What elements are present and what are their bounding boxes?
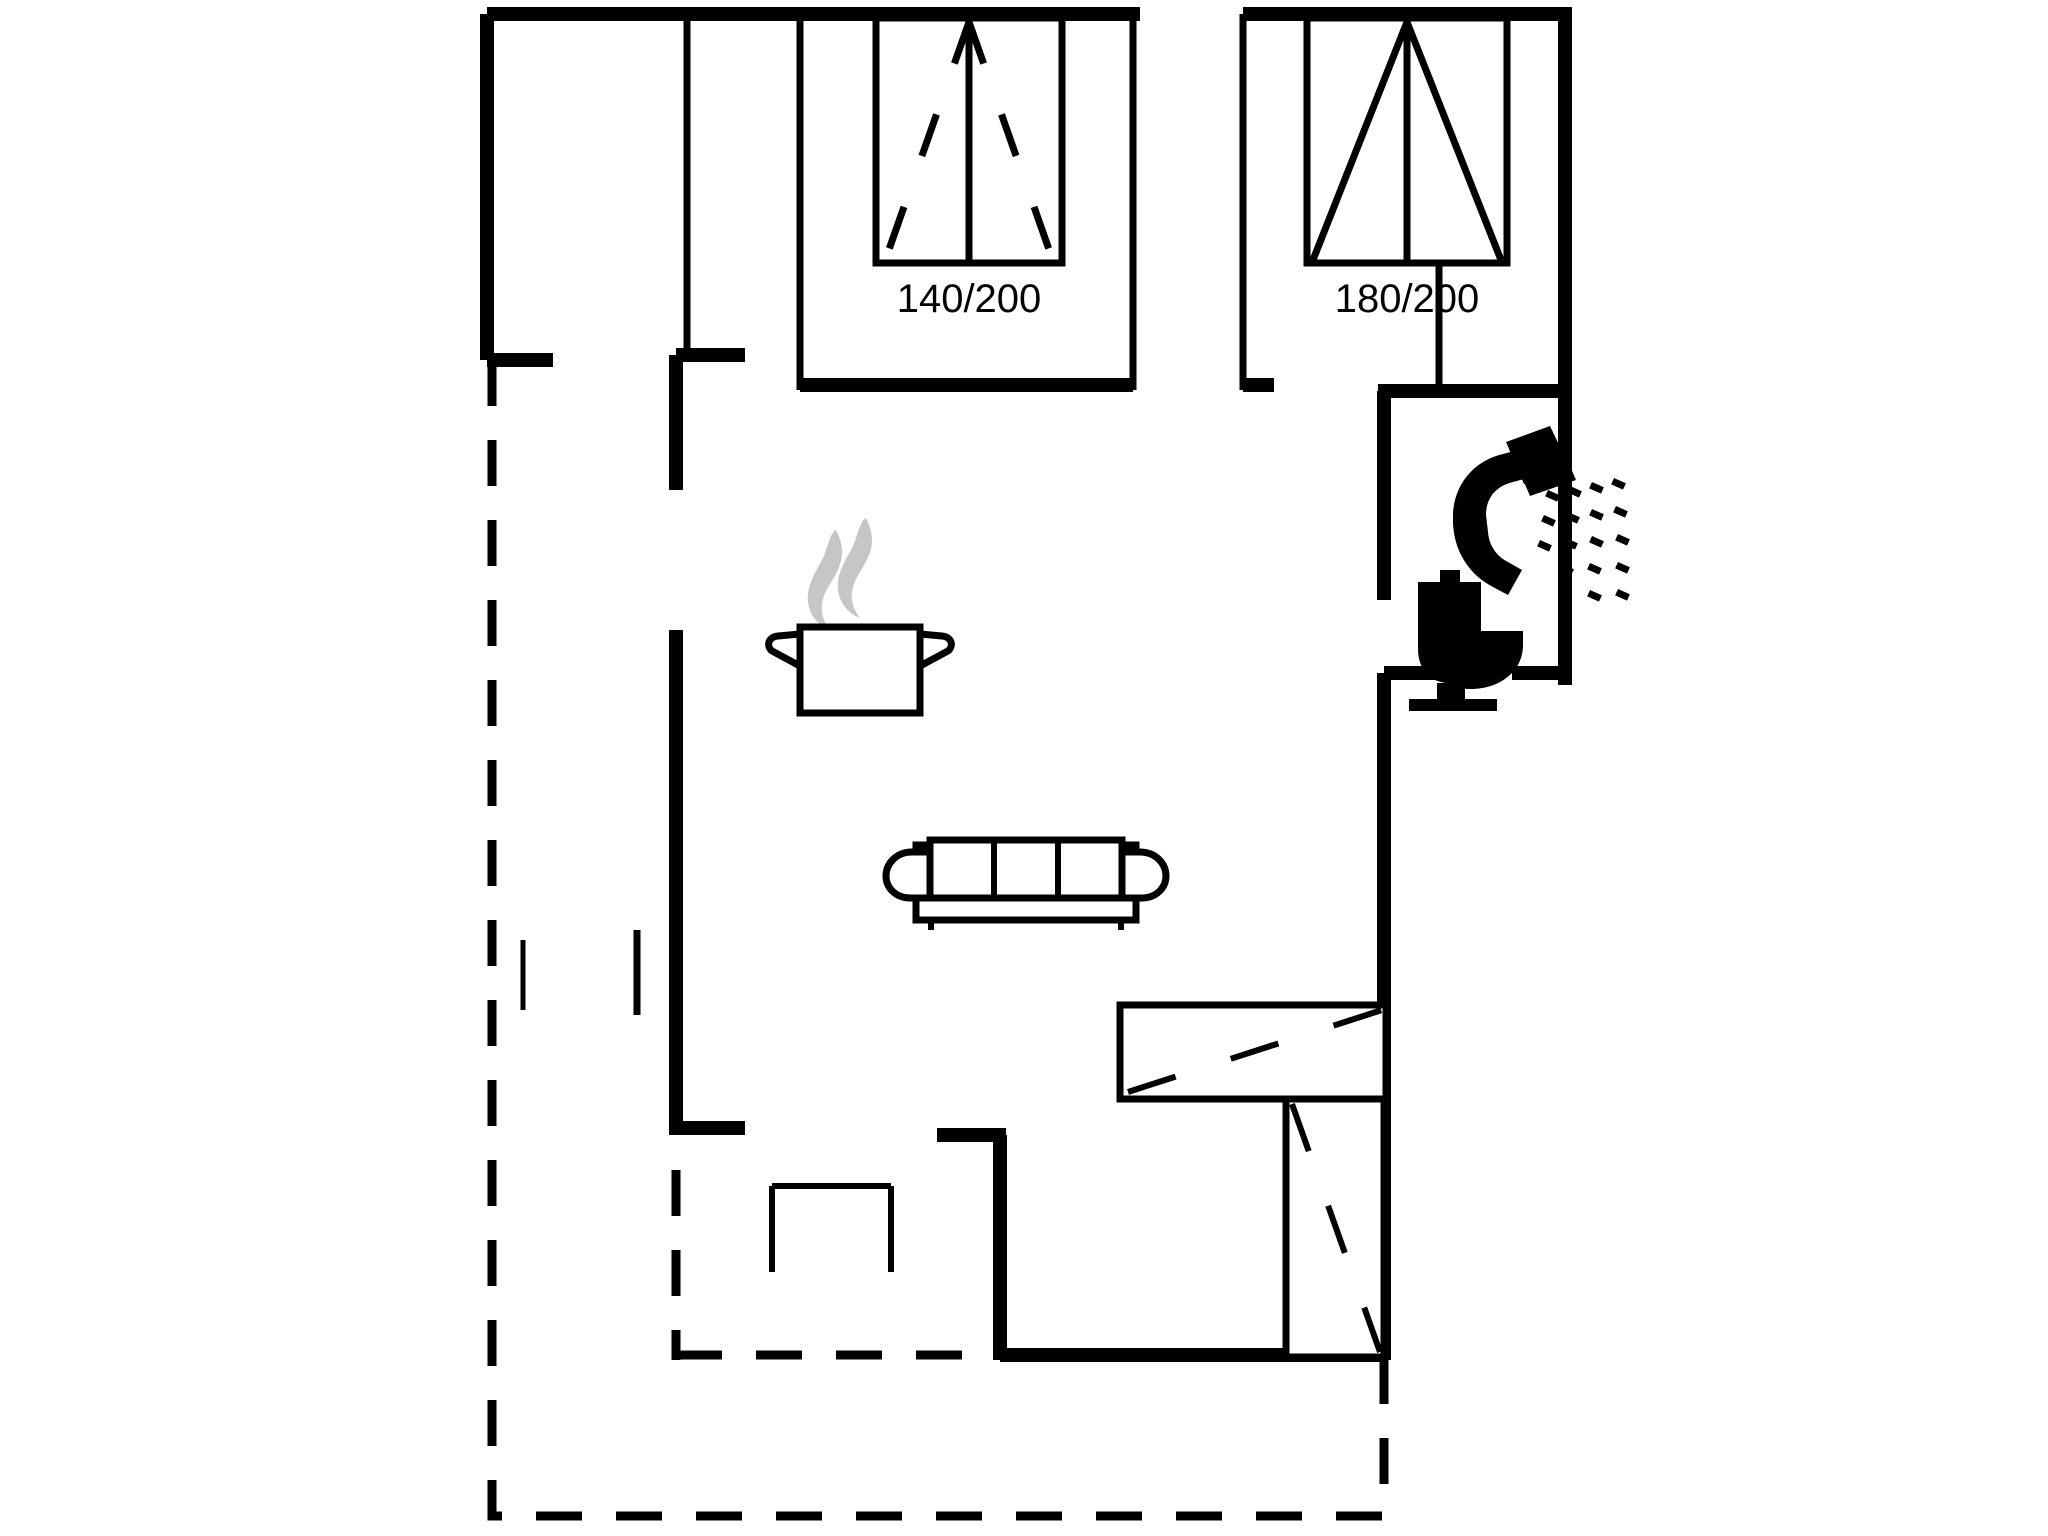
sofa-foot-right bbox=[1118, 918, 1124, 930]
exterior-walls bbox=[480, 7, 1572, 685]
kitchen-counter bbox=[1116, 1001, 1390, 1103]
table-outline bbox=[769, 1183, 894, 1272]
sofa-backrest bbox=[926, 836, 1126, 902]
shower-icon bbox=[1453, 426, 1630, 602]
pot-handle-left bbox=[765, 630, 804, 672]
wardrobe-swing-dash bbox=[1289, 1102, 1383, 1354]
counter-swing-dash bbox=[1127, 1007, 1383, 1095]
bed-180-200-size-label: 180/200 bbox=[1335, 277, 1480, 321]
sofa-icon bbox=[882, 836, 1170, 930]
bed-140-200-fold-left bbox=[882, 20, 973, 260]
steam-wisp-left bbox=[807, 530, 843, 630]
bed-180-200-fold-right bbox=[1403, 20, 1505, 262]
toilet-icon bbox=[1409, 570, 1523, 711]
sofa-arm-left bbox=[882, 848, 934, 902]
steam-wisp-right bbox=[837, 518, 873, 618]
terrace-dashed-boundary bbox=[487, 360, 1389, 1521]
bed-180-200: 180/200 bbox=[1303, 14, 1511, 321]
bed-140-200-size-label: 140/200 bbox=[897, 277, 1042, 321]
sofa-arm-right bbox=[1118, 848, 1170, 902]
pot-handle-right bbox=[916, 630, 955, 672]
dining-table bbox=[769, 1183, 894, 1272]
bed-180-200-fold-left bbox=[1309, 20, 1411, 262]
bed-140-200: 140/200 bbox=[872, 14, 1066, 321]
cooking-pot-icon bbox=[765, 518, 955, 717]
bed-140-200-fold-right bbox=[965, 20, 1056, 260]
terrace-outline bbox=[487, 360, 1389, 1521]
pot-body bbox=[796, 623, 924, 717]
window-marks bbox=[520, 930, 641, 1015]
sofa-foot-left bbox=[928, 918, 934, 930]
wardrobe bbox=[1282, 1095, 1388, 1361]
